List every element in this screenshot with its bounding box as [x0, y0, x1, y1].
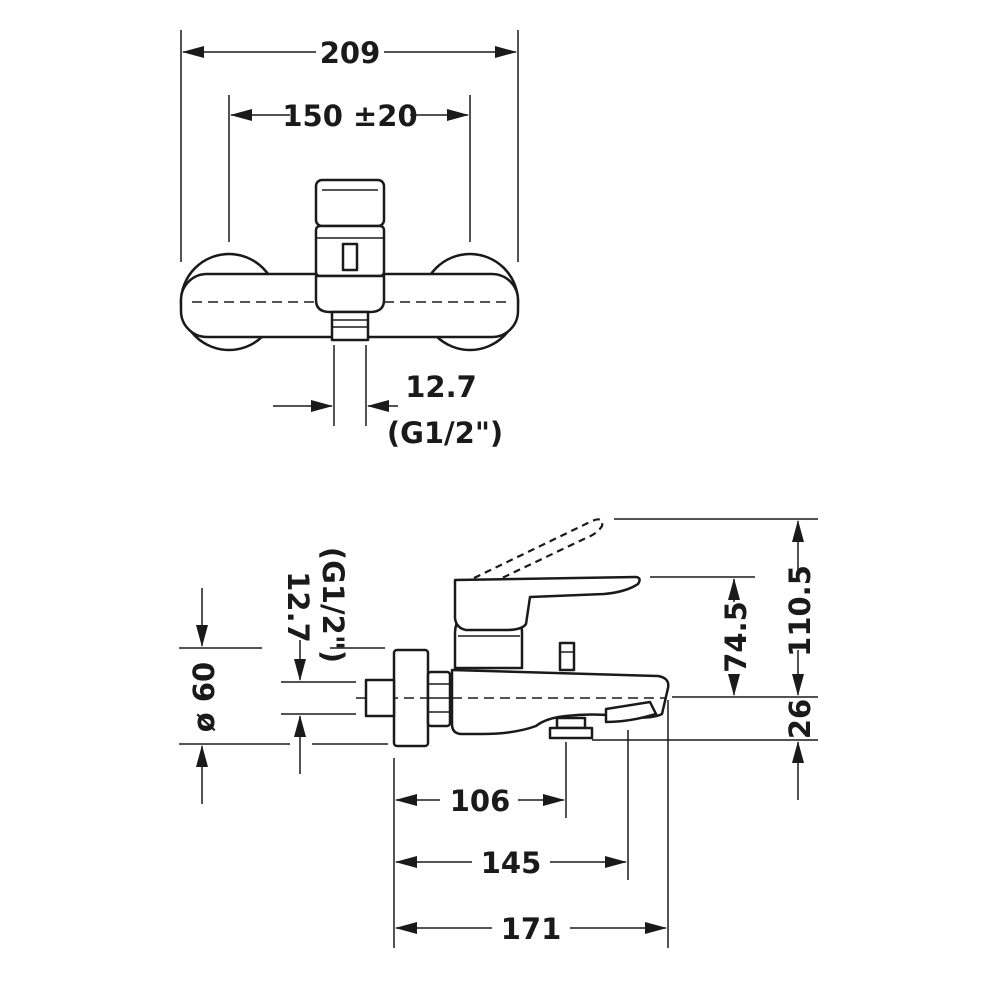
arrow-head [395, 922, 417, 934]
inlet-connector [364, 678, 396, 718]
outlet-thread-label: (G1/2") [387, 416, 503, 450]
aerator-projection-label: 145 [481, 846, 542, 880]
arrow-head [728, 578, 740, 600]
spout-height-label: 26 [783, 699, 817, 739]
arrow-head [294, 715, 306, 737]
arrow-head [230, 109, 252, 121]
arrow-head [495, 46, 517, 58]
shower-outlet-thread [548, 726, 594, 740]
lever-open-position [473, 518, 604, 579]
diverter-button [341, 242, 359, 272]
diverter-knob [558, 641, 576, 672]
arrow-head [395, 856, 417, 868]
lever-top [314, 178, 386, 228]
outlet-projection-label: 106 [450, 784, 511, 818]
arrow-head [311, 400, 333, 412]
arrow-head [447, 109, 469, 121]
arrow-head [605, 856, 627, 868]
arrow-head [792, 520, 804, 542]
arrow-head [196, 625, 208, 647]
spout-projection-label: 171 [501, 912, 562, 946]
centre-distance-label: 150 ±20 [282, 99, 417, 133]
spout-aerator [604, 700, 658, 724]
arrow-head [792, 674, 804, 696]
lever-height-label: 74.5 [719, 601, 753, 673]
union-nut [426, 670, 452, 728]
arrow-head [367, 400, 389, 412]
shower-outlet-nut [555, 716, 587, 730]
arrow-head [645, 922, 667, 934]
spout-body [450, 668, 670, 736]
outlet-aerator [330, 310, 370, 342]
arrow-head [728, 674, 740, 696]
overall-width-label: 209 [320, 36, 381, 70]
top-view: 209 150 ±20 12.7 (G1/2") [179, 30, 520, 450]
arrow-head [543, 794, 565, 806]
lever-open-height-label: 110.5 [783, 565, 817, 657]
arrow-head [196, 745, 208, 767]
outlet-size-label: 12.7 [405, 370, 477, 404]
outlet-neck [314, 274, 386, 314]
mixer-lever [453, 575, 641, 632]
side-view: ø 60 12.7 (G1/2") 74.5 110.5 26 [179, 518, 818, 948]
arrow-head [294, 659, 306, 681]
arrow-head [792, 741, 804, 763]
flange-diameter-label: ø 60 [187, 662, 221, 732]
arrow-head [182, 46, 204, 58]
inlet-thread-label: (G1/2") [316, 547, 350, 663]
arrow-head [395, 794, 417, 806]
inlet-size-label: 12.7 [281, 571, 315, 643]
